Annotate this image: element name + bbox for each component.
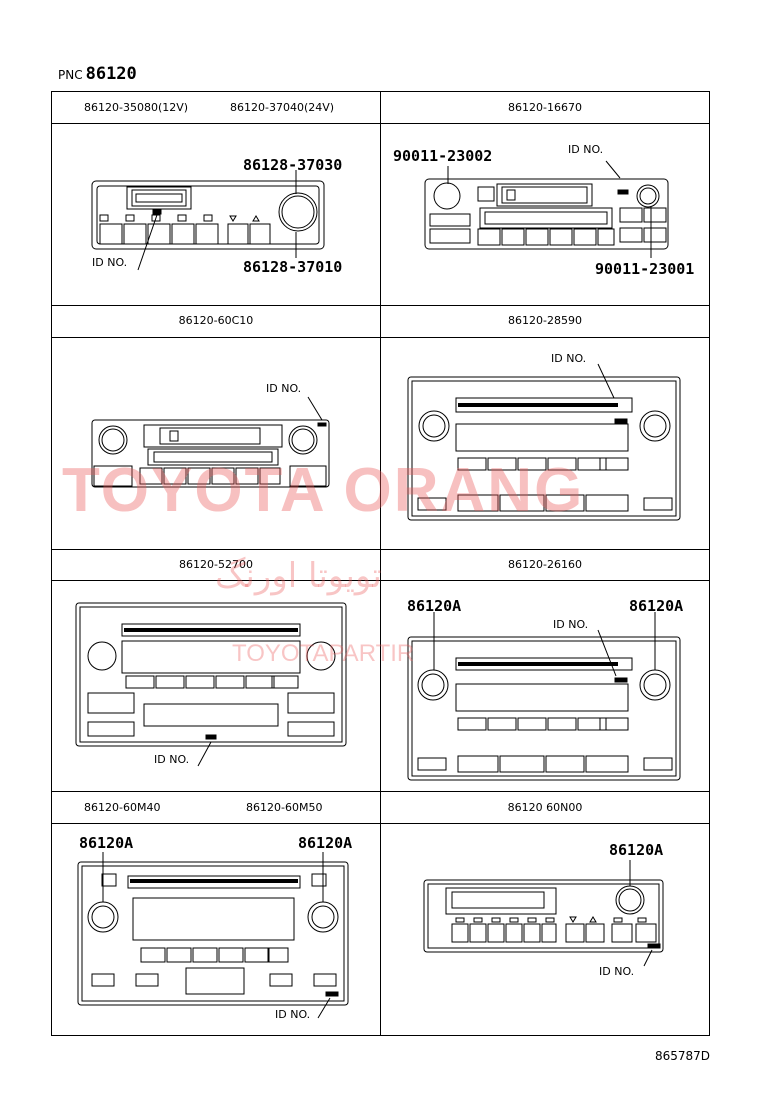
- radio-unit-28590: [407, 363, 681, 521]
- part-label: 86128-37010: [243, 258, 343, 276]
- grid-divider: [52, 337, 709, 338]
- radio-unit-26160: [407, 612, 681, 781]
- pnc-prefix: PNC: [58, 68, 83, 82]
- cell-header: 86120-60M40: [84, 801, 161, 814]
- pnc-number: 86120: [85, 64, 137, 84]
- cell-header: 86120-60C10: [178, 314, 254, 327]
- radio-unit-52700: [75, 602, 347, 767]
- watermark-en: TOYOTA ORANG: [62, 456, 585, 525]
- id-no-label: ID NO.: [92, 256, 128, 269]
- cell-header: 86120-35080(12V): [84, 101, 189, 114]
- watermark-site: TOYOTAPARTIR: [232, 640, 415, 667]
- cell-header: 86120-60M50: [246, 801, 323, 814]
- part-label: 86120A: [79, 834, 134, 852]
- id-no-label: ID NO.: [553, 618, 589, 631]
- part-label: 90011-23002: [393, 147, 493, 165]
- grid-divider: [52, 791, 709, 792]
- cell-header: 86120-16670: [508, 101, 582, 114]
- watermark-fa: تویوتا اورنگ: [215, 556, 382, 596]
- id-no-label: ID NO.: [154, 753, 190, 766]
- part-label: 86120A: [407, 597, 462, 615]
- cell-header: 86120-28590: [508, 314, 582, 327]
- grid-divider: [52, 549, 709, 550]
- cell-header: 86120-52700: [179, 558, 253, 571]
- radio-unit-60N00: [423, 860, 664, 967]
- radio-unit-60C10: [91, 396, 330, 488]
- radio-unit-35080: [91, 170, 325, 271]
- id-no-label: ID NO.: [551, 352, 587, 365]
- parts-grid: 86120-35080(12V) 86120-37040(24V) 86120-…: [51, 91, 710, 1036]
- cell-header: 86120-37040(24V): [230, 101, 335, 114]
- id-no-label: ID NO.: [599, 965, 635, 978]
- id-no-label: ID NO.: [266, 382, 302, 395]
- cell-header: 86120 60N00: [507, 801, 583, 814]
- grid-divider: [52, 580, 709, 581]
- id-no-label: ID NO.: [568, 143, 604, 156]
- cell-header: 86120-26160: [508, 558, 582, 571]
- part-label: 86128-37030: [243, 156, 343, 174]
- figure-number: 865787D: [654, 1049, 710, 1063]
- grid-divider: [52, 123, 709, 124]
- id-no-label: ID NO.: [275, 1008, 311, 1021]
- grid-divider-vertical: [380, 92, 381, 1035]
- grid-divider: [52, 305, 709, 306]
- part-label: 86120A: [609, 841, 664, 859]
- radio-unit-60M40: [77, 852, 349, 1019]
- part-label: 86120A: [629, 597, 684, 615]
- part-label: 90011-23001: [595, 260, 695, 278]
- grid-divider: [52, 823, 709, 824]
- radio-unit-16670: [424, 160, 669, 258]
- part-label: 86120A: [298, 834, 353, 852]
